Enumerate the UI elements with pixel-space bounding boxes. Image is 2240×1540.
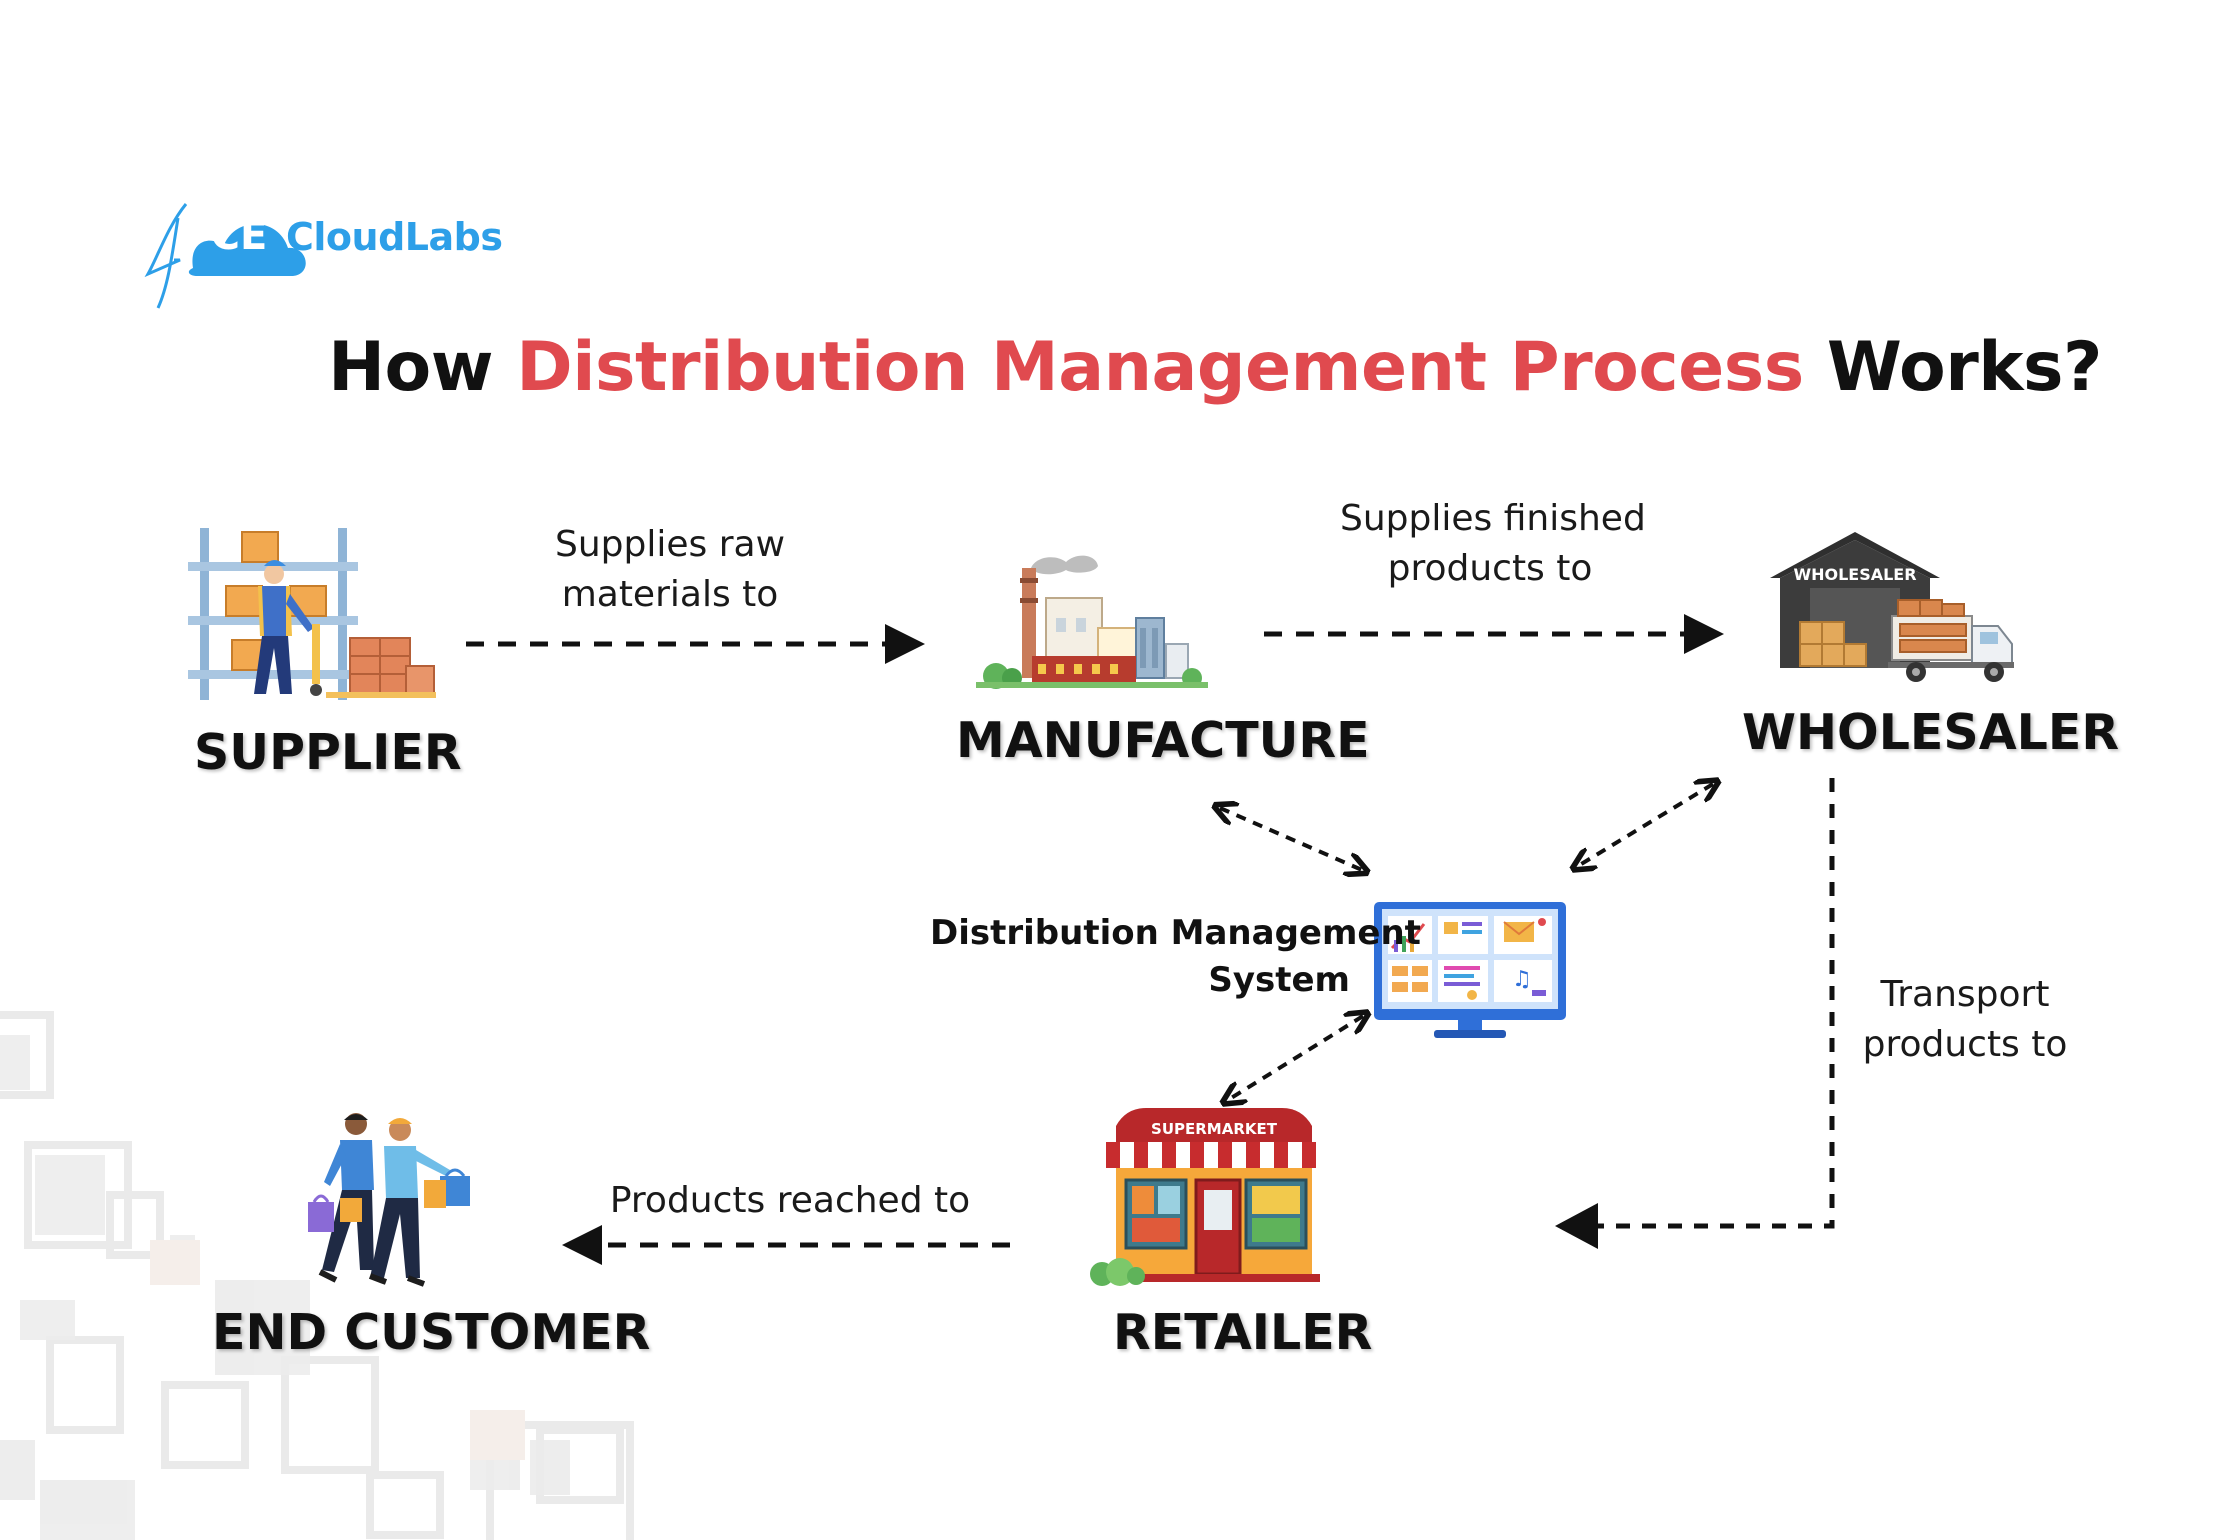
title-suffix: Works? [1826, 328, 2102, 407]
node-retailer: RETAILER [1113, 1304, 1373, 1361]
supermarket-sign-text: SUPERMARKET [1151, 1120, 1278, 1138]
arrow-manufacture-dms [1220, 808, 1362, 870]
arrow-wholesaler-to-retailer [1590, 778, 1835, 1229]
factory-icon [976, 555, 1208, 689]
dms-label-line2: System [1208, 960, 1350, 1000]
edge-label-retailer-to-customer: Products reached to [609, 1180, 971, 1221]
wholesaler-sign-text: WHOLESALER [1793, 565, 1916, 584]
page-title: How Distribution Management Process Work… [0, 328, 2240, 407]
shoppers-with-bags-icon [308, 1113, 470, 1287]
supermarket-store-icon: SUPERMARKET [1090, 1108, 1322, 1286]
node-manufacture: MANUFACTURE [956, 712, 1370, 769]
node-wholesaler: WHOLESALER [1742, 704, 2120, 761]
logo-ce-mark: CE [210, 213, 268, 259]
node-supplier: SUPPLIER [194, 724, 462, 781]
svg-text:♫: ♫ [1512, 967, 1532, 992]
node-end-customer: END CUSTOMER [212, 1304, 651, 1361]
cloudlabs-logo [144, 203, 306, 309]
arrow-retailer-dms [1228, 1016, 1363, 1100]
wholesaler-warehouse-truck-icon: WHOLESALER [1770, 532, 2014, 682]
dms-label-line1: Distribution Management [930, 913, 1421, 953]
arrow-wholesaler-dms [1578, 784, 1713, 866]
supplier-warehouse-worker-icon [188, 528, 436, 700]
title-prefix: How [328, 328, 494, 407]
computer-monitor-dashboard-icon: ♫ [1374, 902, 1566, 1038]
edge-label-wholesaler-to-retailer: Transport products to [1862, 974, 2068, 1065]
edge-label-manufacture-to-wholesaler: Supplies finished products to [1340, 498, 1646, 589]
node-distribution-management-system: Distribution Management System [930, 910, 1421, 1004]
logo-wordmark: CloudLabs [286, 215, 503, 259]
arrowhead-into-retailer [1555, 1203, 1598, 1249]
edge-label-supplier-to-manufacture: Supplies raw materials to [554, 524, 786, 615]
title-highlight: Distribution Management Process [516, 328, 1804, 407]
